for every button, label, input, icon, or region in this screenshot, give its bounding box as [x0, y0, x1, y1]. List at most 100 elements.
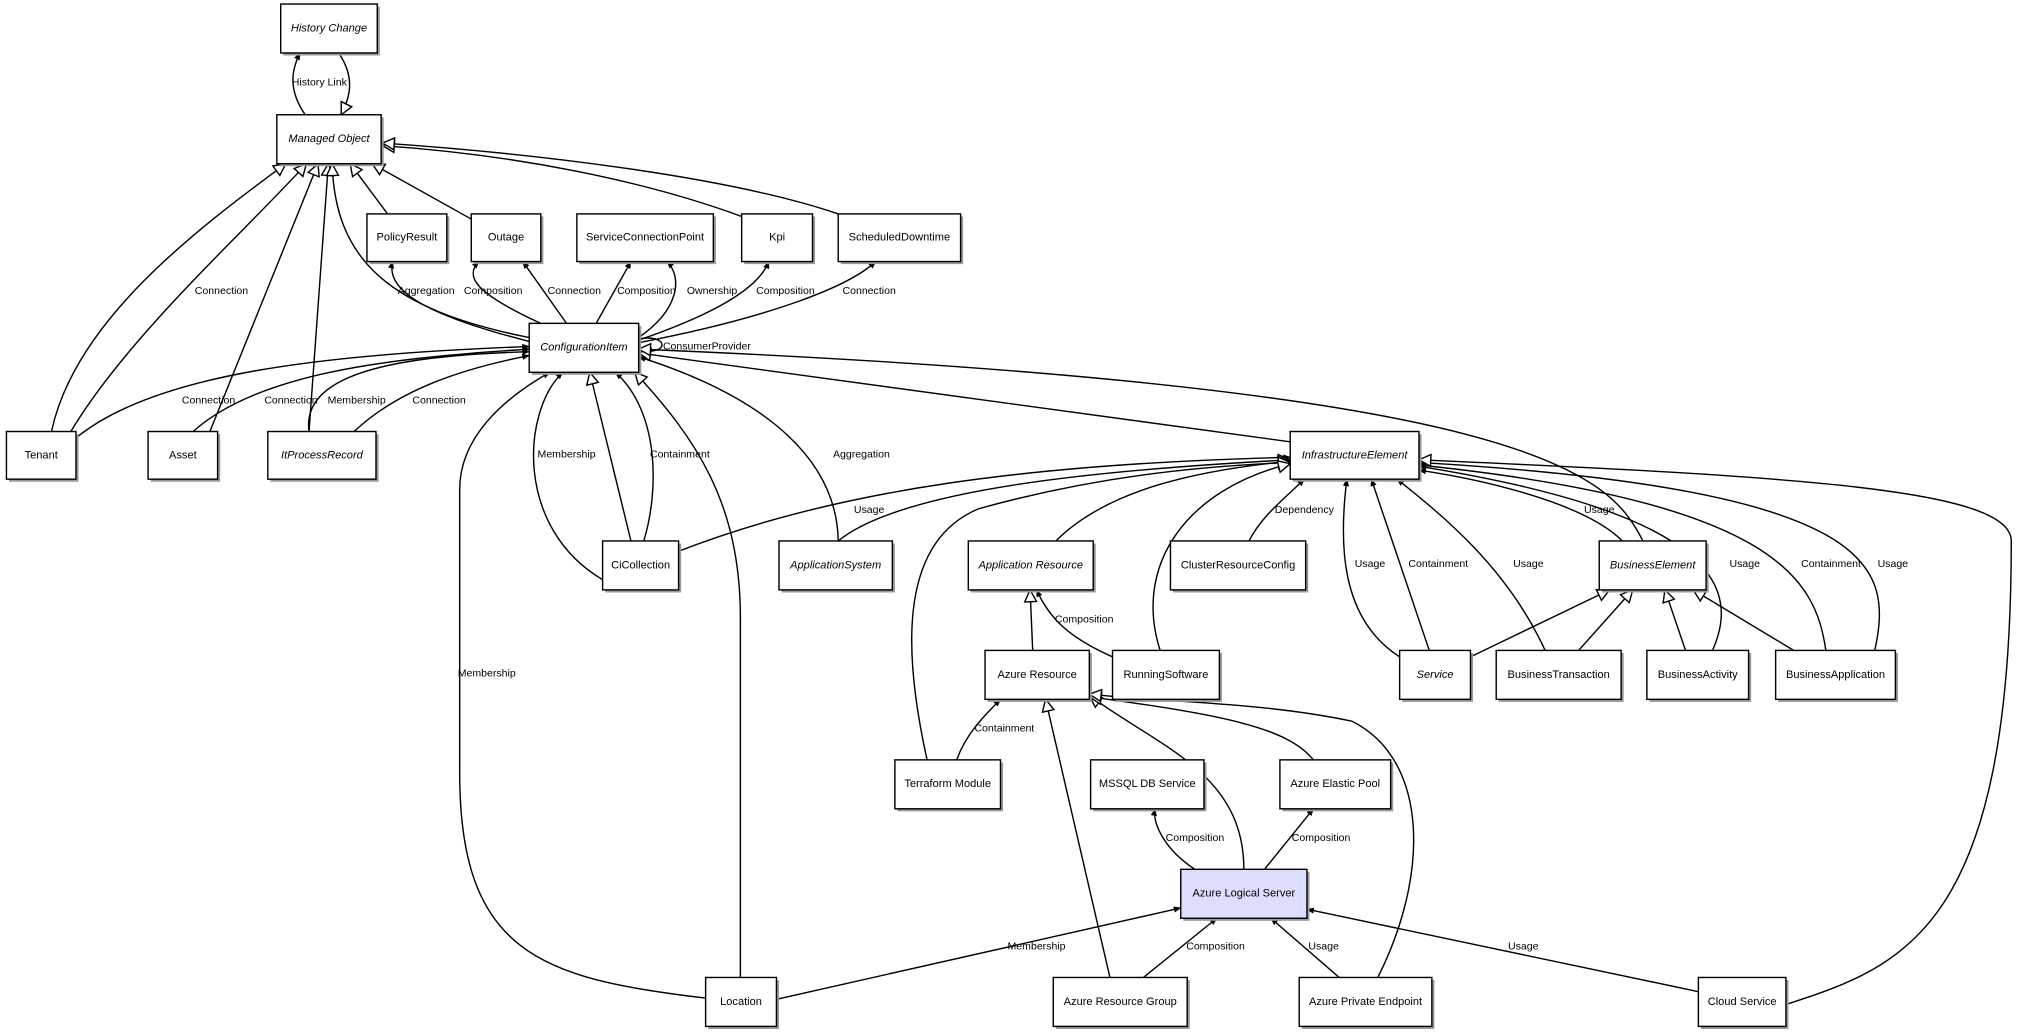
node-label: Outage: [488, 232, 524, 244]
edge-label: Membership: [458, 667, 516, 679]
node-box: [576, 213, 715, 263]
edge-label: Connection: [842, 285, 895, 297]
edge-configurationitem-to-outage: [522, 260, 568, 324]
edge-cicollection-to-configurationitem: [590, 372, 632, 542]
node-box: [1598, 540, 1707, 591]
edge-azure-logical-server-to-azure-elastic-pool: [1263, 808, 1314, 870]
class-node-serviceconnectionpoint[interactable]: ServiceConnectionPoint: [576, 213, 716, 265]
node-label: PolicyResult: [376, 232, 437, 244]
edge-businesselement-to-infrastructureelement: [1418, 468, 1623, 542]
class-node-managed-object[interactable]: Managed Object: [276, 114, 384, 167]
class-node-mssql-db-service[interactable]: MSSQL DB Service: [1089, 759, 1207, 812]
edge-label: Composition: [756, 285, 815, 297]
node-box: [1646, 649, 1750, 701]
edge-applicationsystem-to-configurationitem: [637, 355, 839, 541]
class-node-azure-logical-server[interactable]: Azure Logical Server: [1180, 868, 1310, 921]
node-label: Managed Object: [288, 133, 370, 145]
edge-configurationitem-to-managed-object: [332, 164, 530, 339]
class-node-businessactivity[interactable]: BusinessActivity: [1646, 649, 1752, 702]
edge-outage-to-managed-object: [372, 164, 472, 220]
edge-label: Membership: [538, 448, 596, 460]
node-label: CiCollection: [611, 559, 670, 571]
edge-label: Composition: [1166, 832, 1225, 844]
edge-cloud-service-to-infrastructureelement: [1419, 460, 2012, 1006]
node-label: Azure Logical Server: [1193, 888, 1296, 900]
class-node-application-resource[interactable]: Application Resource: [967, 540, 1096, 593]
class-node-outage[interactable]: Outage: [470, 213, 544, 265]
edge-label: Usage: [1878, 558, 1909, 570]
edge-label: Containment: [1408, 558, 1468, 570]
edge-label: Containment: [974, 723, 1034, 735]
edge-label: Aggregation: [833, 448, 890, 460]
class-node-cicollection[interactable]: CiCollection: [601, 540, 682, 593]
edge-itprocessrecord-to-configurationitem: [353, 353, 530, 433]
class-node-businessapplication[interactable]: BusinessApplication: [1774, 649, 1898, 702]
class-node-itprocessrecord[interactable]: ItProcessRecord: [267, 430, 379, 482]
node-box: [267, 430, 377, 480]
class-node-asset[interactable]: Asset: [147, 430, 221, 482]
edge-azure-elastic-pool-to-azure-resource: [1089, 697, 1314, 761]
class-node-scheduleddowntime[interactable]: ScheduledDowntime: [837, 213, 964, 265]
edge-label: Connection: [264, 394, 317, 406]
node-box: [5, 430, 77, 480]
class-node-configurationitem[interactable]: ConfigurationItem: [528, 322, 642, 375]
node-box: [1279, 759, 1392, 810]
edge-cloud-service-to-azure-logical-server: [1306, 907, 1699, 993]
class-node-service[interactable]: Service: [1398, 649, 1474, 702]
node-label: BusinessActivity: [1658, 669, 1738, 681]
node-label: BusinessTransaction: [1508, 669, 1610, 681]
edge-label: Membership: [328, 394, 386, 406]
class-node-cloud-service[interactable]: Cloud Service: [1697, 976, 1789, 1029]
class-node-azure-elastic-pool[interactable]: Azure Elastic Pool: [1279, 759, 1394, 812]
edge-businesselement-to-configurationitem: [639, 349, 1644, 542]
edge-configurationitem-to-policyresult: [387, 260, 530, 343]
node-label: ServiceConnectionPoint: [586, 232, 704, 244]
class-node-kpi[interactable]: Kpi: [740, 213, 816, 265]
edge-scheduleddowntime-to-managed-object: [382, 143, 839, 215]
edge-infrastructureelement-to-configurationitem: [639, 353, 1291, 443]
class-node-history-change[interactable]: History Change: [279, 3, 380, 56]
node-box: [1495, 649, 1622, 701]
node-label: RunningSoftware: [1124, 669, 1209, 681]
edge-azure-private-endpoint-to-azure-logical-server: [1270, 917, 1340, 979]
node-box: [1289, 430, 1420, 480]
class-node-terraform-module[interactable]: Terraform Module: [894, 759, 1004, 812]
edge-label: Dependency: [1275, 504, 1335, 516]
class-node-clusterresourceconfig[interactable]: ClusterResourceConfig: [1169, 540, 1309, 593]
class-node-businesselement[interactable]: BusinessElement: [1598, 540, 1709, 593]
node-label: InfrastructureElement: [1302, 449, 1409, 461]
class-node-policyresult[interactable]: PolicyResult: [366, 213, 450, 265]
node-label: MSSQL DB Service: [1099, 778, 1196, 790]
class-node-azure-resource[interactable]: Azure Resource: [984, 649, 1092, 702]
node-box: [279, 3, 378, 54]
edge-label: Composition: [1055, 613, 1114, 625]
edge-label: Usage: [1513, 558, 1544, 570]
class-node-infrastructureelement[interactable]: InfrastructureElement: [1289, 430, 1422, 482]
node-label: Azure Elastic Pool: [1290, 778, 1380, 790]
edge-runningsoftware-to-application-resource: [1035, 589, 1113, 658]
node-box: [984, 649, 1091, 701]
node-label: ApplicationSystem: [789, 559, 881, 571]
edge-service-to-infrastructureelement: [1342, 478, 1401, 658]
edge-terraform-module-to-azure-resource: [956, 698, 1002, 761]
class-node-applicationsystem[interactable]: ApplicationSystem: [778, 540, 895, 593]
edge-label: Connection: [412, 394, 465, 406]
edge-label: Connection: [182, 394, 235, 406]
node-label: Tenant: [25, 449, 58, 461]
class-node-businesstransaction[interactable]: BusinessTransaction: [1495, 649, 1624, 702]
edge-label: Connection: [195, 285, 248, 297]
edge-label: Composition: [617, 285, 676, 297]
class-node-location[interactable]: Location: [704, 976, 780, 1029]
edge-label: Ownership: [687, 285, 738, 297]
edge-businesstransaction-to-businesselement: [1578, 590, 1633, 651]
class-node-runningsoftware[interactable]: RunningSoftware: [1111, 649, 1222, 702]
node-box: [837, 213, 962, 263]
node-box: [366, 213, 448, 263]
class-node-azure-private-endpoint[interactable]: Azure Private Endpoint: [1298, 976, 1435, 1029]
class-node-azure-resource-group[interactable]: Azure Resource Group: [1052, 976, 1190, 1029]
class-node-tenant[interactable]: Tenant: [5, 430, 79, 482]
edge-label: Usage: [854, 504, 885, 516]
